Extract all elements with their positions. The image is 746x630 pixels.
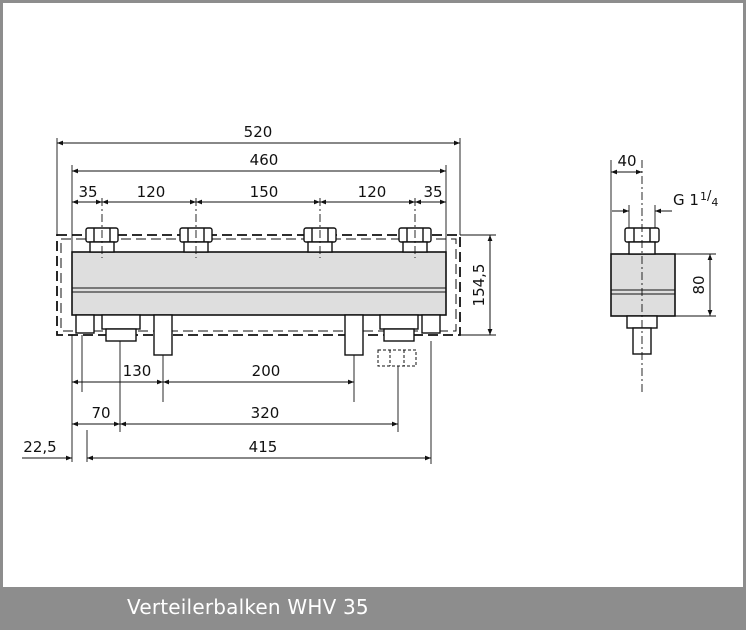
insulation-outline [56,234,461,336]
top-connectors [85,227,432,253]
dim-120-a: 120 [137,183,166,201]
caption-bar [0,587,746,630]
dim-520: 520 [244,123,273,141]
thread-slash: / [707,189,712,204]
insulation-outline-inner [60,238,457,332]
dim-130: 130 [123,362,152,380]
dim-80: 80 [690,275,708,294]
dim-40: 40 [617,152,636,170]
dim-320: 320 [251,404,280,422]
dim-120-b: 120 [358,183,387,201]
dim-154-5: 154,5 [470,264,488,307]
thread-label: G 11/4 [673,189,718,209]
bottom-connections [75,314,441,367]
dim-70: 70 [91,404,110,422]
thread-main: G 1 [673,191,699,209]
dim-35-right: 35 [423,183,442,201]
thread-den: 4 [711,196,718,209]
dim-150: 150 [250,183,279,201]
figure-caption: Verteilerbalken WHV 35 [127,595,369,619]
technical-drawing: 520 460 35 120 150 120 35 154,5 130 200 … [22,123,718,464]
thread-num: 1 [700,190,707,203]
dim-415: 415 [249,438,278,456]
side-body [610,253,676,317]
side-view [610,160,676,395]
front-view [56,198,461,367]
side-dimensions: 40 G 11/4 80 [611,152,718,316]
dim-460: 460 [250,151,279,169]
dim-35-left: 35 [78,183,97,201]
dim-22-5: 22,5 [23,438,56,456]
dim-200: 200 [252,362,281,380]
front-dimensions: 520 460 35 120 150 120 35 154,5 130 200 … [22,123,493,461]
manifold-body [71,251,447,316]
